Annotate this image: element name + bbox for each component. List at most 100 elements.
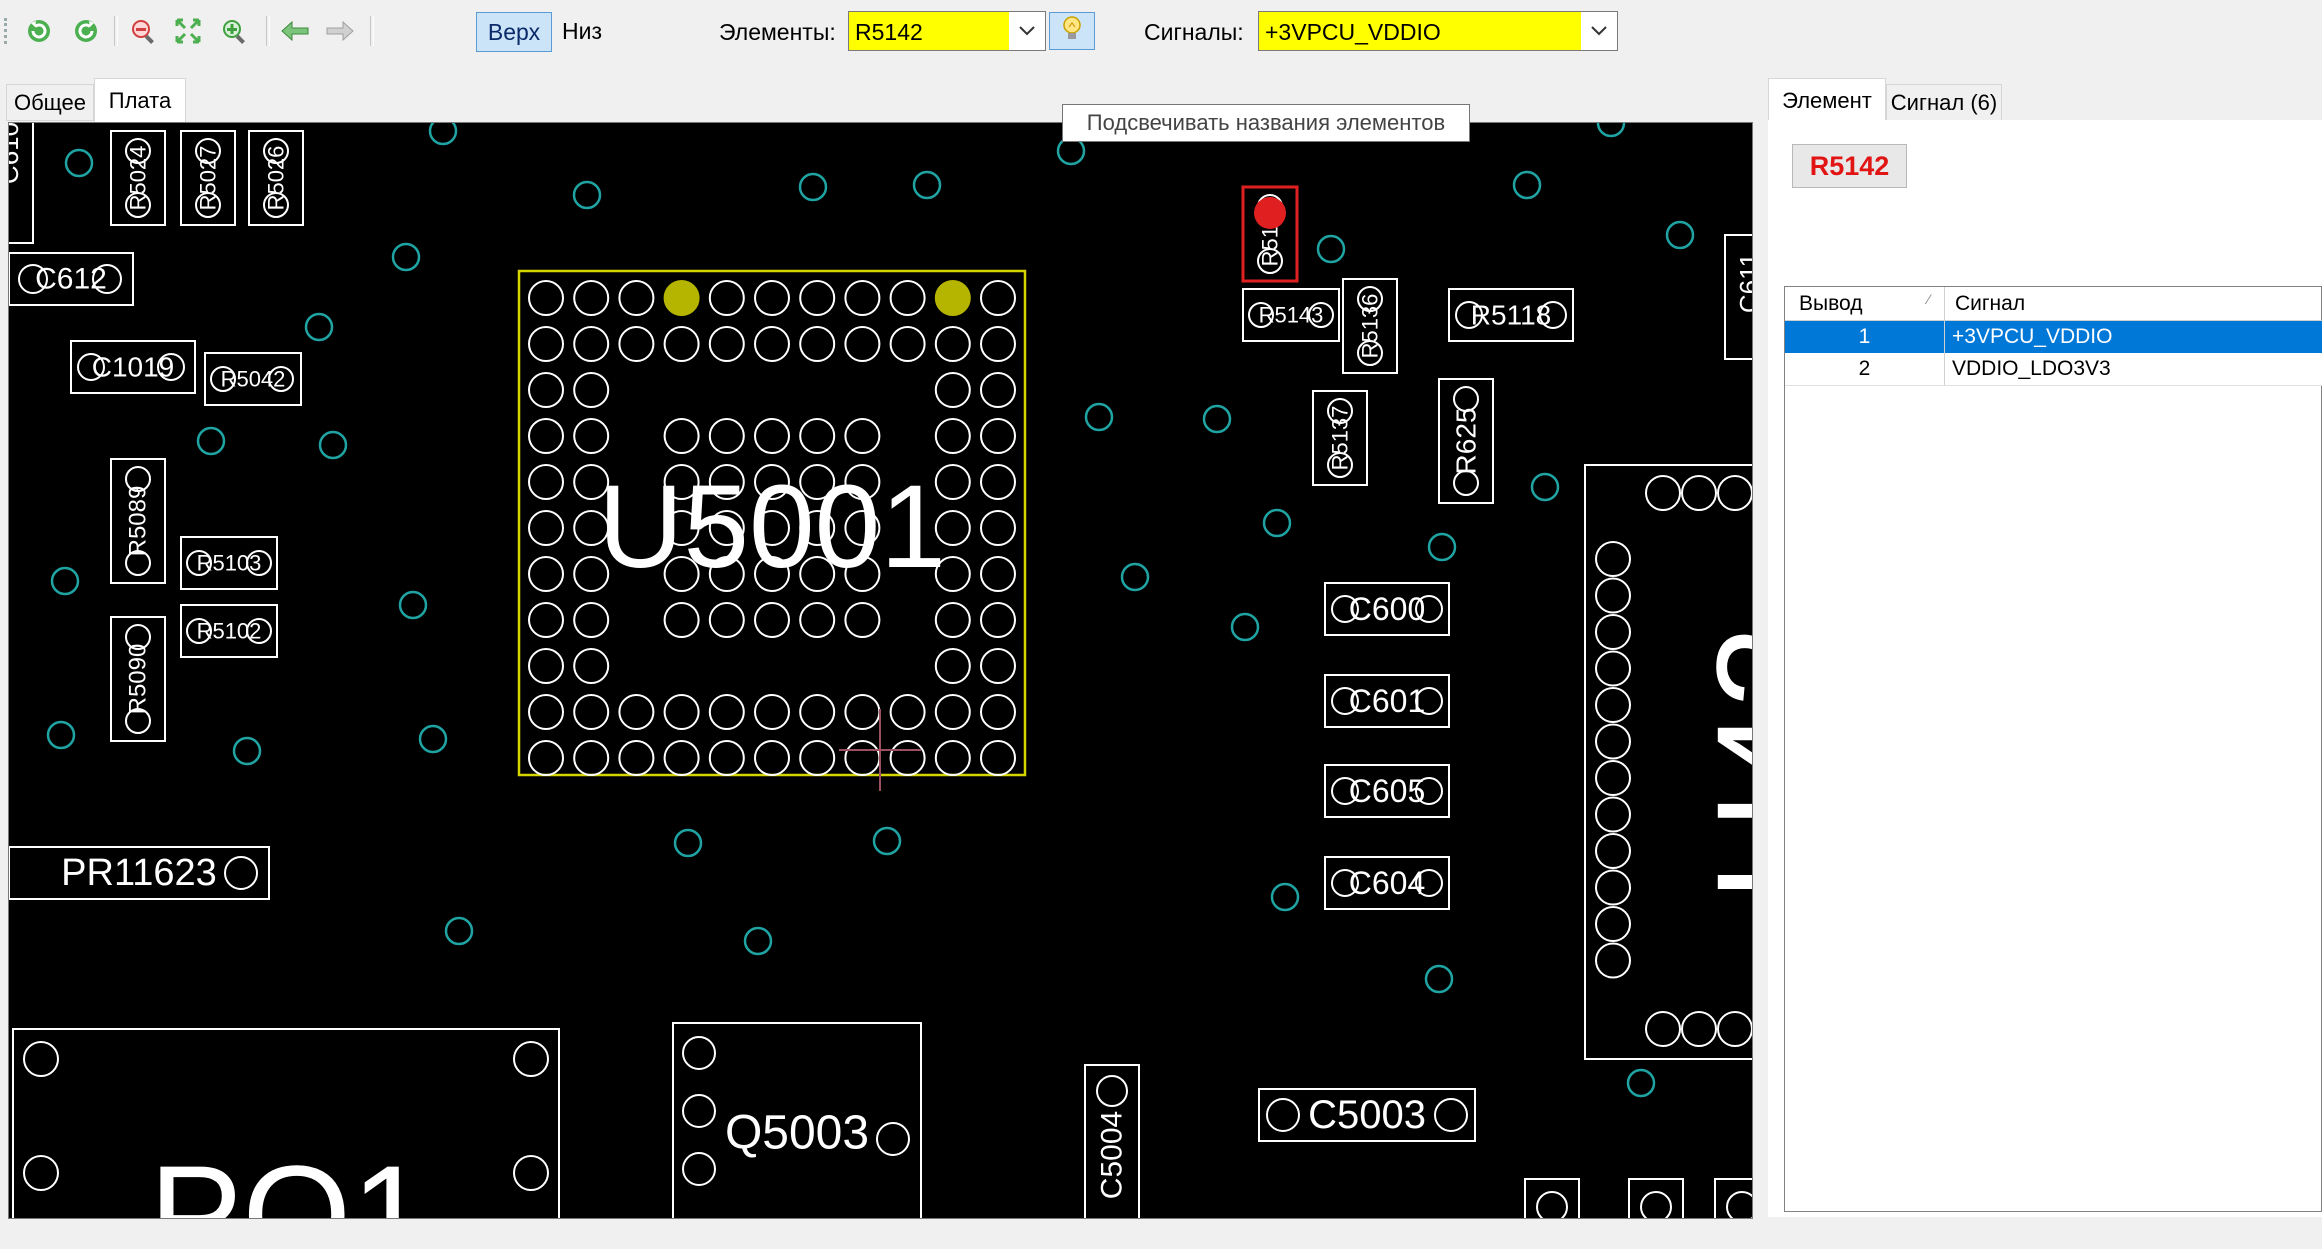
bga-ball: [844, 602, 881, 638]
component-r5026[interactable]: R5026: [248, 130, 304, 226]
bga-ball: [528, 372, 564, 408]
component-pad: [682, 1036, 716, 1070]
component-outline: [1438, 378, 1494, 504]
bga-ball: [754, 694, 790, 730]
toolbar-grip[interactable]: [4, 18, 10, 44]
lightbulb-icon: [1061, 15, 1083, 48]
component-pad: [268, 366, 294, 392]
bga-ball: [934, 326, 971, 362]
component-pq1[interactable]: PQ1: [12, 1028, 560, 1218]
component-r5136[interactable]: R5136: [1342, 278, 1398, 374]
component-r625[interactable]: R625: [1438, 378, 1494, 504]
component-pad: [1331, 777, 1359, 805]
via-hole: [1270, 882, 1300, 912]
component-c601[interactable]: C601: [1324, 674, 1450, 728]
bga-ball: [573, 464, 610, 500]
toolbar-separator: [370, 16, 374, 46]
bga-ball: [754, 602, 790, 638]
bga-ball: [708, 694, 745, 730]
component-c5004[interactable]: C5004: [1084, 1064, 1140, 1218]
chevron-down-icon[interactable]: [1009, 12, 1045, 50]
tab-board[interactable]: Плата: [94, 78, 186, 122]
component-r5027[interactable]: R5027: [180, 130, 236, 226]
component-pad: [1595, 760, 1631, 796]
component-c611[interactable]: C611: [1724, 234, 1752, 360]
component-r5090[interactable]: R5090: [110, 616, 166, 742]
component-u42[interactable]: U42: [1584, 464, 1752, 1060]
bga-ball: [844, 740, 881, 776]
pins-table[interactable]: Вывод ⁄ Сигнал 1 +3VPCU_VDDIO 2 VDDIO_LD…: [1784, 286, 2322, 1212]
component-r5102[interactable]: R5102: [180, 604, 278, 658]
component-pr11623[interactable]: PR11623: [9, 846, 270, 900]
component-label: R5026: [264, 146, 289, 211]
layer-bottom-button[interactable]: Низ: [561, 17, 602, 44]
component-label: R5118: [1471, 300, 1551, 331]
component-c1019[interactable]: C1019: [70, 340, 196, 394]
rotate-icon[interactable]: [69, 14, 103, 48]
component-u5001[interactable]: U5001: [517, 269, 1027, 791]
fit-to-window-icon[interactable]: [171, 14, 205, 48]
bga-ball: [980, 326, 1016, 362]
component-r5143[interactable]: R5143: [1242, 288, 1340, 342]
column-header-signal[interactable]: Сигнал: [1945, 287, 2322, 321]
component-c5003[interactable]: C5003: [1258, 1088, 1476, 1142]
component-c604[interactable]: C604: [1324, 856, 1450, 910]
component-pad: [1453, 386, 1479, 412]
component-pad: [1595, 614, 1631, 650]
bga-ball: [573, 372, 610, 408]
component-outline: [1324, 856, 1450, 910]
component-pad: [186, 550, 212, 576]
highlight-names-button[interactable]: [1049, 12, 1095, 50]
component-c605[interactable]: C605: [1324, 764, 1450, 818]
tab-signal[interactable]: Сигнал (6): [1886, 84, 2002, 121]
refresh-icon[interactable]: [22, 14, 56, 48]
component-pad: [1640, 1191, 1672, 1218]
component-c600[interactable]: C600: [1324, 582, 1450, 636]
signals-combo[interactable]: +3VPCU_VDDIO: [1258, 11, 1618, 51]
component-outline: [1524, 1178, 1580, 1218]
component-r5024[interactable]: R5024: [110, 130, 166, 226]
tab-element[interactable]: Элемент: [1768, 78, 1886, 122]
via-hole: [1120, 562, 1150, 592]
component-outline: [1312, 390, 1368, 486]
via-hole: [428, 123, 458, 146]
zoom-out-icon[interactable]: [126, 14, 160, 48]
component-r5042[interactable]: R5042: [204, 352, 302, 406]
zoom-in-icon[interactable]: [217, 14, 251, 48]
column-header-pin[interactable]: Вывод ⁄: [1785, 287, 1945, 321]
component-pad: [1726, 1191, 1752, 1218]
component-r5089[interactable]: R5089: [110, 458, 166, 584]
component-pad: [1331, 869, 1359, 897]
table-row[interactable]: 2 VDDIO_LDO3V3: [1785, 353, 2322, 386]
component-pad: [1096, 1075, 1128, 1107]
bga-ball: [663, 694, 700, 730]
component-label: R5137: [1328, 406, 1353, 471]
elements-combo[interactable]: R5142: [848, 11, 1046, 51]
component-outline: [1342, 278, 1398, 374]
layer-top-button[interactable]: Верх: [476, 12, 552, 52]
forward-arrow-icon[interactable]: [323, 14, 357, 48]
component-q5003[interactable]: Q5003: [672, 1022, 922, 1218]
component-r5118[interactable]: R5118: [1448, 288, 1574, 342]
bga-ball: [573, 280, 610, 316]
tab-general[interactable]: Общее: [6, 84, 94, 121]
table-row[interactable]: 1 +3VPCU_VDDIO: [1785, 321, 2322, 353]
bga-ball: [528, 602, 564, 638]
via-hole: [1084, 402, 1114, 432]
bga-ball: [528, 694, 564, 730]
component-pad: [125, 466, 151, 492]
component-c610[interactable]: C610: [9, 123, 34, 244]
component-pad: [125, 192, 151, 218]
component-pad: [1595, 869, 1631, 906]
component-outline: [70, 340, 196, 394]
component-c612[interactable]: C612: [9, 252, 134, 306]
chevron-down-icon[interactable]: [1581, 12, 1617, 50]
component-pad: [1453, 470, 1479, 496]
back-arrow-icon[interactable]: [278, 14, 312, 48]
bga-ball: [934, 694, 971, 730]
component-r5103[interactable]: R5103: [180, 536, 278, 590]
component-pad: [263, 192, 289, 218]
component-r5137[interactable]: R5137: [1312, 390, 1368, 486]
